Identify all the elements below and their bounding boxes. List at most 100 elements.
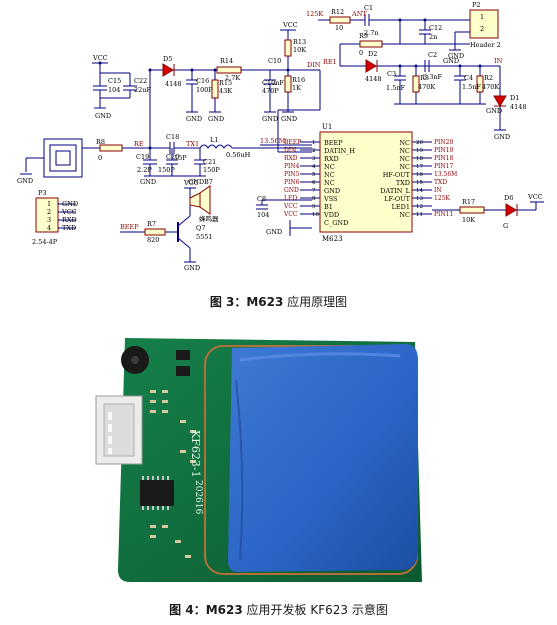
label-gnd-6: GND xyxy=(17,177,33,185)
chip-pin-number: 8 xyxy=(312,196,316,202)
label-r12-val: 10 xyxy=(335,24,343,32)
board-photo: KF623-1 202616 xyxy=(95,338,422,582)
chip-net-label: PIN6 xyxy=(284,179,300,186)
fig3-model: M623 xyxy=(246,295,284,309)
label-r16-val: 1K xyxy=(292,84,301,92)
label-d5: D5 xyxy=(163,55,172,63)
label-p3-pin3: 3 xyxy=(47,216,51,224)
label-gnd-9: GND xyxy=(266,228,282,236)
label-p3-pin1: 1 xyxy=(47,200,51,208)
label-c22: C22 xyxy=(134,77,147,85)
label-d1-val: 4148 xyxy=(510,103,527,111)
label-r2-val: 470K xyxy=(482,83,499,91)
label-gnd-4: GND xyxy=(262,115,278,123)
chip-pin-number: 9 xyxy=(312,204,316,210)
label-vcc-4: VCC xyxy=(527,193,543,201)
label-in: IN xyxy=(494,57,503,65)
chip-pin-number: 19 xyxy=(416,148,423,154)
label-gnd-13: GND xyxy=(486,107,502,115)
label-c12: C12 xyxy=(429,24,442,32)
chip-pin-name: VDD xyxy=(323,211,339,219)
label-p3-pin4: 4 xyxy=(47,224,51,232)
label-r14: R14 xyxy=(220,57,233,65)
chip-net-label: VCC xyxy=(283,203,298,210)
label-r17-val: 10K xyxy=(462,216,475,224)
label-r13: R13 xyxy=(293,38,306,46)
chip-pin-name: NC xyxy=(324,171,335,179)
chip-net-label: BEEP xyxy=(284,139,301,146)
chip-pin-name: C_GND xyxy=(324,219,348,227)
label-r9-val: 0 xyxy=(359,49,363,57)
label-p3-rxd: RXD xyxy=(62,216,77,224)
label-p3: P3 xyxy=(38,189,47,197)
label-c10-val: 470P xyxy=(262,87,279,95)
chip-pin-number: 17 xyxy=(416,164,423,170)
chip-pin-name: VSS xyxy=(323,195,338,203)
chip-net-label: LED xyxy=(284,195,297,202)
label-c1: C1 xyxy=(364,4,373,12)
label-gnd-8: GND xyxy=(188,178,204,186)
chip-pin-number: 18 xyxy=(416,156,423,162)
figure-4-caption: 图 4：M623 应用开发板 KF623 示意图 xyxy=(0,601,557,618)
label-l1-val: 0.56uH xyxy=(226,151,251,159)
chip-pin-name: B1 xyxy=(324,203,333,211)
chip-pin-name: GND xyxy=(324,187,340,195)
chip-part: M623 xyxy=(322,235,343,243)
chip-pin-name: DATIN_L xyxy=(380,187,410,195)
label-r9: R9 xyxy=(359,32,368,40)
chip-pin-number: 14 xyxy=(416,188,423,194)
chip-pin-number: 15 xyxy=(416,180,423,186)
battery-pack xyxy=(228,344,418,572)
chip-pin-name: DATIN_H xyxy=(324,147,355,155)
label-r15: R15 xyxy=(219,79,232,87)
label-l1: L1 xyxy=(210,136,218,144)
chip-net-label: 13.56M xyxy=(434,171,457,178)
label-gnd-2: GND xyxy=(186,115,202,123)
chip-pin-name: NC xyxy=(324,179,335,187)
chip-pin-name: NC xyxy=(399,163,410,171)
label-r7: R7 xyxy=(147,220,156,228)
chip-net-label: PIN17 xyxy=(434,163,453,170)
label-c19: C19 xyxy=(136,153,149,161)
label-p3-txd: TXD xyxy=(62,224,76,232)
label-g: G xyxy=(503,222,508,230)
label-r3-val: 470K xyxy=(418,83,435,91)
label-gnd-1: GND xyxy=(95,112,111,120)
chip-net-label: TXD xyxy=(434,179,447,186)
chip-pin-name: HF-OUT xyxy=(383,171,411,179)
label-c18: C18 xyxy=(166,133,179,141)
label-r3: R3 xyxy=(420,74,429,82)
chip-pin-number: 6 xyxy=(312,180,316,186)
label-c15: C15 xyxy=(108,77,121,85)
label-p3-name: 2.54-4P xyxy=(32,238,58,246)
label-r13-val: 10K xyxy=(293,46,306,54)
label-gnd-10: GND xyxy=(184,264,200,272)
label-gnd-5: GND xyxy=(281,115,297,123)
silk-date: 202616 xyxy=(193,480,203,515)
label-vcc-2: VCC xyxy=(282,21,298,29)
label-din: DIN xyxy=(307,61,321,69)
label-c21: C21 xyxy=(203,158,216,166)
label-beep: BEEP xyxy=(120,223,139,231)
label-c22-val: 22uF xyxy=(134,86,151,94)
label-re1: RE1 xyxy=(323,58,337,66)
label-r16: R16 xyxy=(292,76,305,84)
label-c3: C3 xyxy=(387,70,396,78)
label-c18-val: 15P xyxy=(174,154,187,162)
chip-pin-number: 13 xyxy=(416,196,423,202)
chip-pin-name: LED1 xyxy=(392,203,410,211)
silk-model: KF623-1 xyxy=(189,430,202,478)
label-c10b: C10nF xyxy=(262,79,284,87)
label-r15-val: 43K xyxy=(219,87,232,95)
label-p2-pin2: 2 xyxy=(480,25,484,33)
label-c16: C16 xyxy=(196,77,209,85)
chip-pin-name: LF-OUT xyxy=(384,195,411,203)
label-c20-val: 150P xyxy=(158,166,175,174)
chip-m623 xyxy=(319,131,413,233)
label-c8: C8 xyxy=(257,195,266,203)
label-125k: 125K xyxy=(306,10,323,18)
chip-pin-number: 5 xyxy=(312,172,316,178)
label-beeper: 蜂鸣器 xyxy=(199,214,219,223)
label-r12: R12 xyxy=(331,8,344,16)
label-r8-val: 0 xyxy=(98,154,102,162)
